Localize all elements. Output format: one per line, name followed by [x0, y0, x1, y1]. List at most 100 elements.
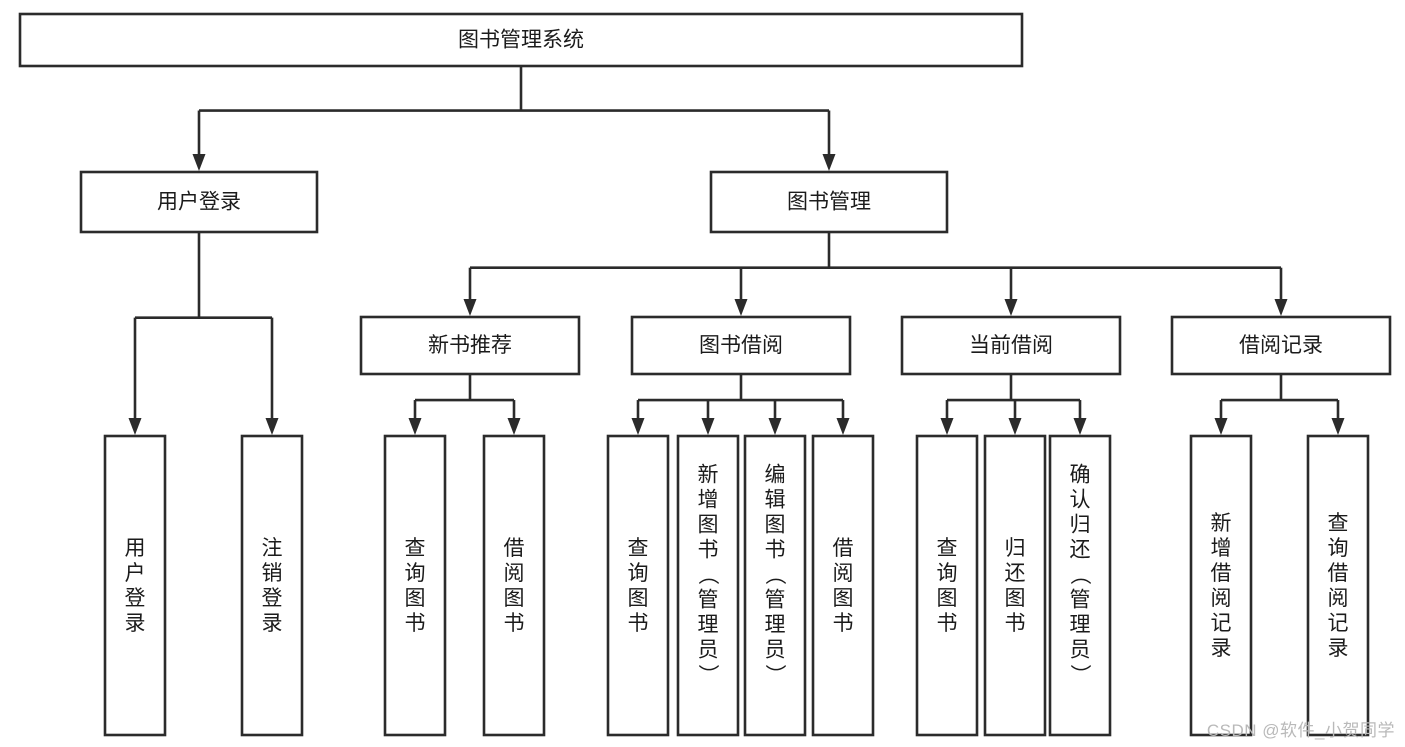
- node-box-leaf-user-login: [103, 434, 167, 737]
- node-label-leaf-add-borrow-record-char: 新: [1211, 512, 1232, 535]
- node-box-leaf-query-borrow-record: [1306, 434, 1370, 737]
- node-label-leaf-borrow-book-1-char: 图: [504, 587, 525, 610]
- node-label-leaf-logout-char: 登: [262, 587, 283, 610]
- node-label-leaf-add-borrow-record-char: 增: [1211, 537, 1232, 560]
- edges-layer: [128, 66, 1345, 435]
- edge-arrowhead: [1214, 418, 1228, 435]
- edge-arrowhead: [701, 418, 715, 435]
- node-box-leaf-return-book: [983, 434, 1047, 737]
- node-label-leaf-confirm-return-char: 确: [1070, 464, 1091, 487]
- node-new-book-recommend[interactable]: 新书推荐: [359, 315, 581, 376]
- node-box-user-login: [79, 170, 319, 234]
- node-box-leaf-query-book-3: [915, 434, 979, 737]
- node-label-new-book-recommend: 新书推荐: [428, 334, 512, 357]
- edge-arrowhead: [734, 299, 748, 316]
- node-label-leaf-confirm-return-char: 还: [1070, 539, 1091, 562]
- node-label-leaf-edit-book-char: 书: [765, 539, 786, 562]
- node-box-book-management: [709, 170, 949, 234]
- node-box-book-borrow: [630, 315, 852, 376]
- edge-arrowhead: [768, 418, 782, 435]
- node-label-leaf-query-book-1-char: 查: [405, 537, 426, 560]
- node-label-leaf-borrow-book-1-char: 借: [504, 537, 525, 560]
- edge-arrowhead: [1274, 299, 1288, 316]
- node-label-leaf-add-borrow-record-char: 阅: [1211, 587, 1232, 610]
- node-label-leaf-edit-book-char: 编: [765, 464, 786, 487]
- node-label-leaf-add-book-char: （: [696, 564, 719, 585]
- node-label-leaf-borrow-book-1-char: 书: [504, 612, 525, 635]
- node-label-leaf-confirm-return-char: ）: [1068, 664, 1091, 685]
- node-label-leaf-add-book-char: 新: [698, 464, 719, 487]
- node-label-leaf-add-borrow-record-char: 借: [1211, 562, 1232, 585]
- edge-arrowhead: [822, 154, 836, 171]
- node-label-leaf-edit-book-char: 辑: [765, 489, 786, 512]
- node-label-leaf-confirm-return-char: 管: [1070, 589, 1091, 612]
- node-borrow-record[interactable]: 借阅记录: [1170, 315, 1392, 376]
- node-leaf-user-login[interactable]: 用户登录: [103, 434, 167, 737]
- node-current-borrow[interactable]: 当前借阅: [900, 315, 1122, 376]
- edge-arrowhead: [940, 418, 954, 435]
- node-label-leaf-query-borrow-record-char: 阅: [1328, 587, 1349, 610]
- edge-arrowhead: [836, 418, 850, 435]
- node-label-leaf-add-book-char: 图: [698, 514, 719, 537]
- node-box-leaf-borrow-book-2: [811, 434, 875, 737]
- node-label-leaf-query-book-1-char: 书: [405, 612, 426, 635]
- node-label-leaf-confirm-return-char: 归: [1070, 514, 1091, 537]
- node-label-leaf-return-book-char: 还: [1005, 562, 1026, 585]
- node-label-leaf-edit-book-char: 管: [765, 589, 786, 612]
- node-label-borrow-record: 借阅记录: [1239, 334, 1323, 357]
- node-label-leaf-edit-book-char: ）: [763, 664, 786, 685]
- node-label-leaf-logout-char: 注: [262, 537, 283, 560]
- node-label-leaf-add-book-char: 管: [698, 589, 719, 612]
- node-label-leaf-query-book-2-char: 询: [628, 562, 649, 585]
- node-label-leaf-query-book-2-char: 查: [628, 537, 649, 560]
- node-label-user-login: 用户登录: [157, 191, 241, 214]
- node-label-leaf-add-borrow-record-char: 记: [1211, 612, 1232, 635]
- node-box-borrow-record: [1170, 315, 1392, 376]
- node-box-leaf-edit-book: [743, 434, 807, 737]
- node-user-login[interactable]: 用户登录: [79, 170, 319, 234]
- node-label-leaf-query-book-2-char: 书: [628, 612, 649, 635]
- node-root[interactable]: 图书管理系统: [18, 12, 1024, 68]
- node-label-leaf-user-login-char: 登: [125, 587, 146, 610]
- node-label-leaf-return-book-char: 书: [1005, 612, 1026, 635]
- node-label-leaf-borrow-book-2-char: 图: [833, 587, 854, 610]
- node-label-leaf-user-login-char: 用: [125, 537, 146, 560]
- node-label-book-borrow: 图书借阅: [699, 334, 783, 357]
- edge-arrowhead: [265, 418, 279, 435]
- node-box-root: [18, 12, 1024, 68]
- node-box-leaf-borrow-book-1: [482, 434, 546, 737]
- edge-arrowhead: [192, 154, 206, 171]
- node-label-book-management: 图书管理: [787, 191, 871, 214]
- node-label-leaf-add-book-char: 增: [698, 489, 719, 512]
- node-label-leaf-query-book-3-char: 图: [937, 587, 958, 610]
- node-box-current-borrow: [900, 315, 1122, 376]
- node-label-leaf-query-borrow-record-char: 记: [1328, 612, 1349, 635]
- node-label-leaf-add-book-char: 员: [698, 639, 719, 662]
- node-label-leaf-user-login-char: 录: [125, 612, 146, 635]
- node-book-borrow[interactable]: 图书借阅: [630, 315, 852, 376]
- node-box-leaf-query-book-2: [606, 434, 670, 737]
- node-label-leaf-edit-book-char: 图: [765, 514, 786, 537]
- node-box-leaf-add-borrow-record: [1189, 434, 1253, 737]
- node-book-management[interactable]: 图书管理: [709, 170, 949, 234]
- node-label-leaf-confirm-return-char: 员: [1070, 639, 1091, 662]
- node-label-leaf-add-book-char: 书: [698, 539, 719, 562]
- node-box-new-book-recommend: [359, 315, 581, 376]
- node-label-leaf-query-borrow-record-char: 录: [1328, 637, 1349, 660]
- edge-arrowhead: [463, 299, 477, 316]
- edge-arrowhead: [408, 418, 422, 435]
